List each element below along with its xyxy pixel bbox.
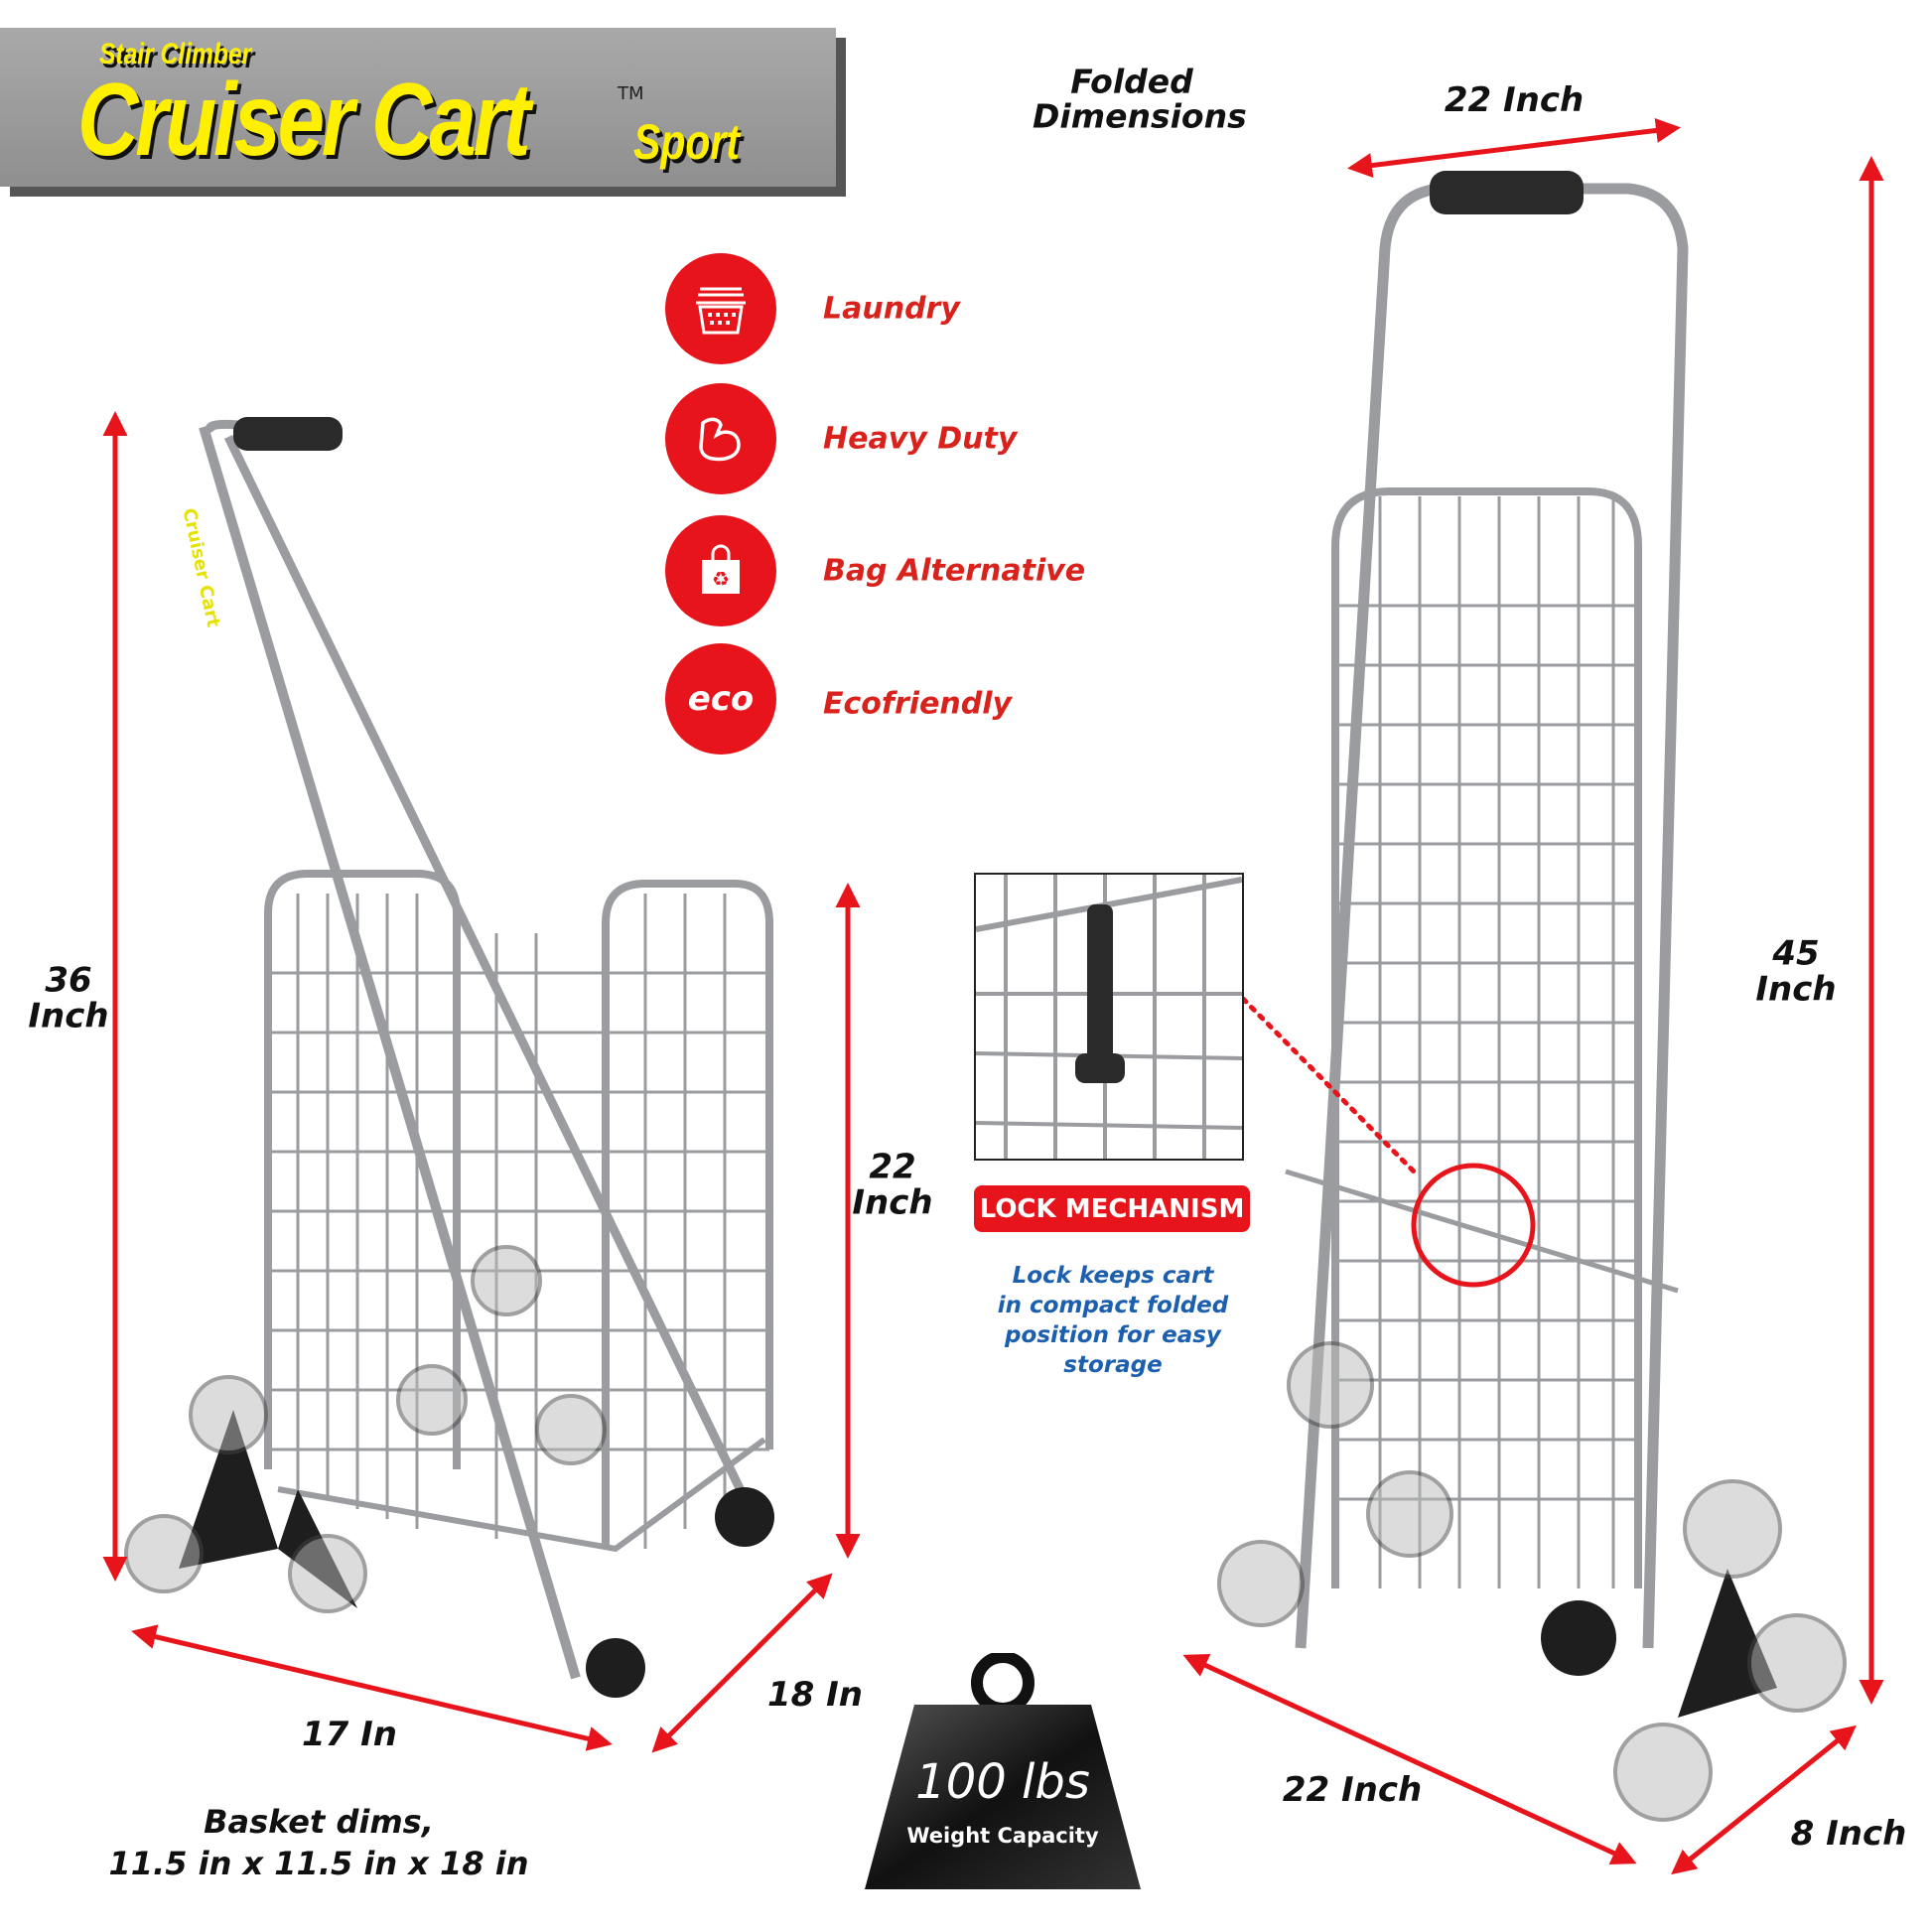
brand-tagline: Stair Climber	[99, 38, 252, 70]
open-width-label: 17 In	[301, 1715, 398, 1755]
open-height-label: 36 Inch	[28, 960, 109, 1035]
folded-cart-illustration	[1285, 171, 1689, 1649]
lock-pointer-line	[1240, 996, 1418, 1175]
folded-title: Folded Dimensions	[1033, 62, 1247, 135]
eco-icon: eco	[665, 643, 776, 755]
open-cart-illustration	[199, 417, 773, 1680]
weight-label: Weight Capacity	[906, 1824, 1099, 1848]
weight-capacity-badge: 100 lbs Weight Capacity	[863, 1653, 1143, 1893]
dimension-arrows	[102, 118, 1884, 1875]
folded-height-label: 45 Inch	[1755, 933, 1837, 1009]
svg-text:♻: ♻	[712, 567, 730, 591]
recycle-bag-icon: ♻	[665, 515, 776, 626]
weight-value: 100 lbs	[915, 1754, 1090, 1810]
brand-trademark: TM	[618, 83, 644, 104]
lock-highlight-circle	[1411, 1163, 1536, 1288]
laundry-basket-icon	[665, 253, 776, 364]
muscle-arm-icon	[665, 383, 776, 494]
lock-mechanism-label: LOCK MECHANISM	[974, 1185, 1250, 1232]
stair-wheel-cluster	[124, 1245, 774, 1698]
folded-stair-wheels	[1217, 1341, 1847, 1822]
lock-closeup-image	[976, 875, 1242, 1159]
basket-dims: Basket dims, 11.5 in x 11.5 in x 18 in	[108, 1803, 529, 1882]
weight-icon	[865, 1653, 1141, 1889]
lock-closeup-inset	[974, 873, 1244, 1161]
folded-depth-label: 8 Inch	[1790, 1814, 1907, 1855]
brand-name: Cruiser Cart	[77, 63, 531, 178]
lock-description: Lock keeps cart in compact folded positi…	[997, 1263, 1229, 1378]
feature-label-ecofriendly: Ecofriendly	[823, 686, 1013, 722]
feature-label-bag-alternative: Bag Alternative	[823, 553, 1086, 589]
folded-length-label: 22 Inch	[1282, 1770, 1423, 1811]
brand-banner: Stair Climber Cruiser Cart TM Sport	[0, 28, 836, 187]
feature-label-laundry: Laundry	[823, 291, 960, 327]
open-depth-label: 18 In	[766, 1675, 864, 1716]
folded-top-width-label: 22 Inch	[1444, 80, 1585, 121]
feature-label-heavy-duty: Heavy Duty	[823, 421, 1018, 457]
brand-edition: Sport	[633, 114, 741, 170]
basket-height-label: 22 Inch	[852, 1147, 933, 1222]
